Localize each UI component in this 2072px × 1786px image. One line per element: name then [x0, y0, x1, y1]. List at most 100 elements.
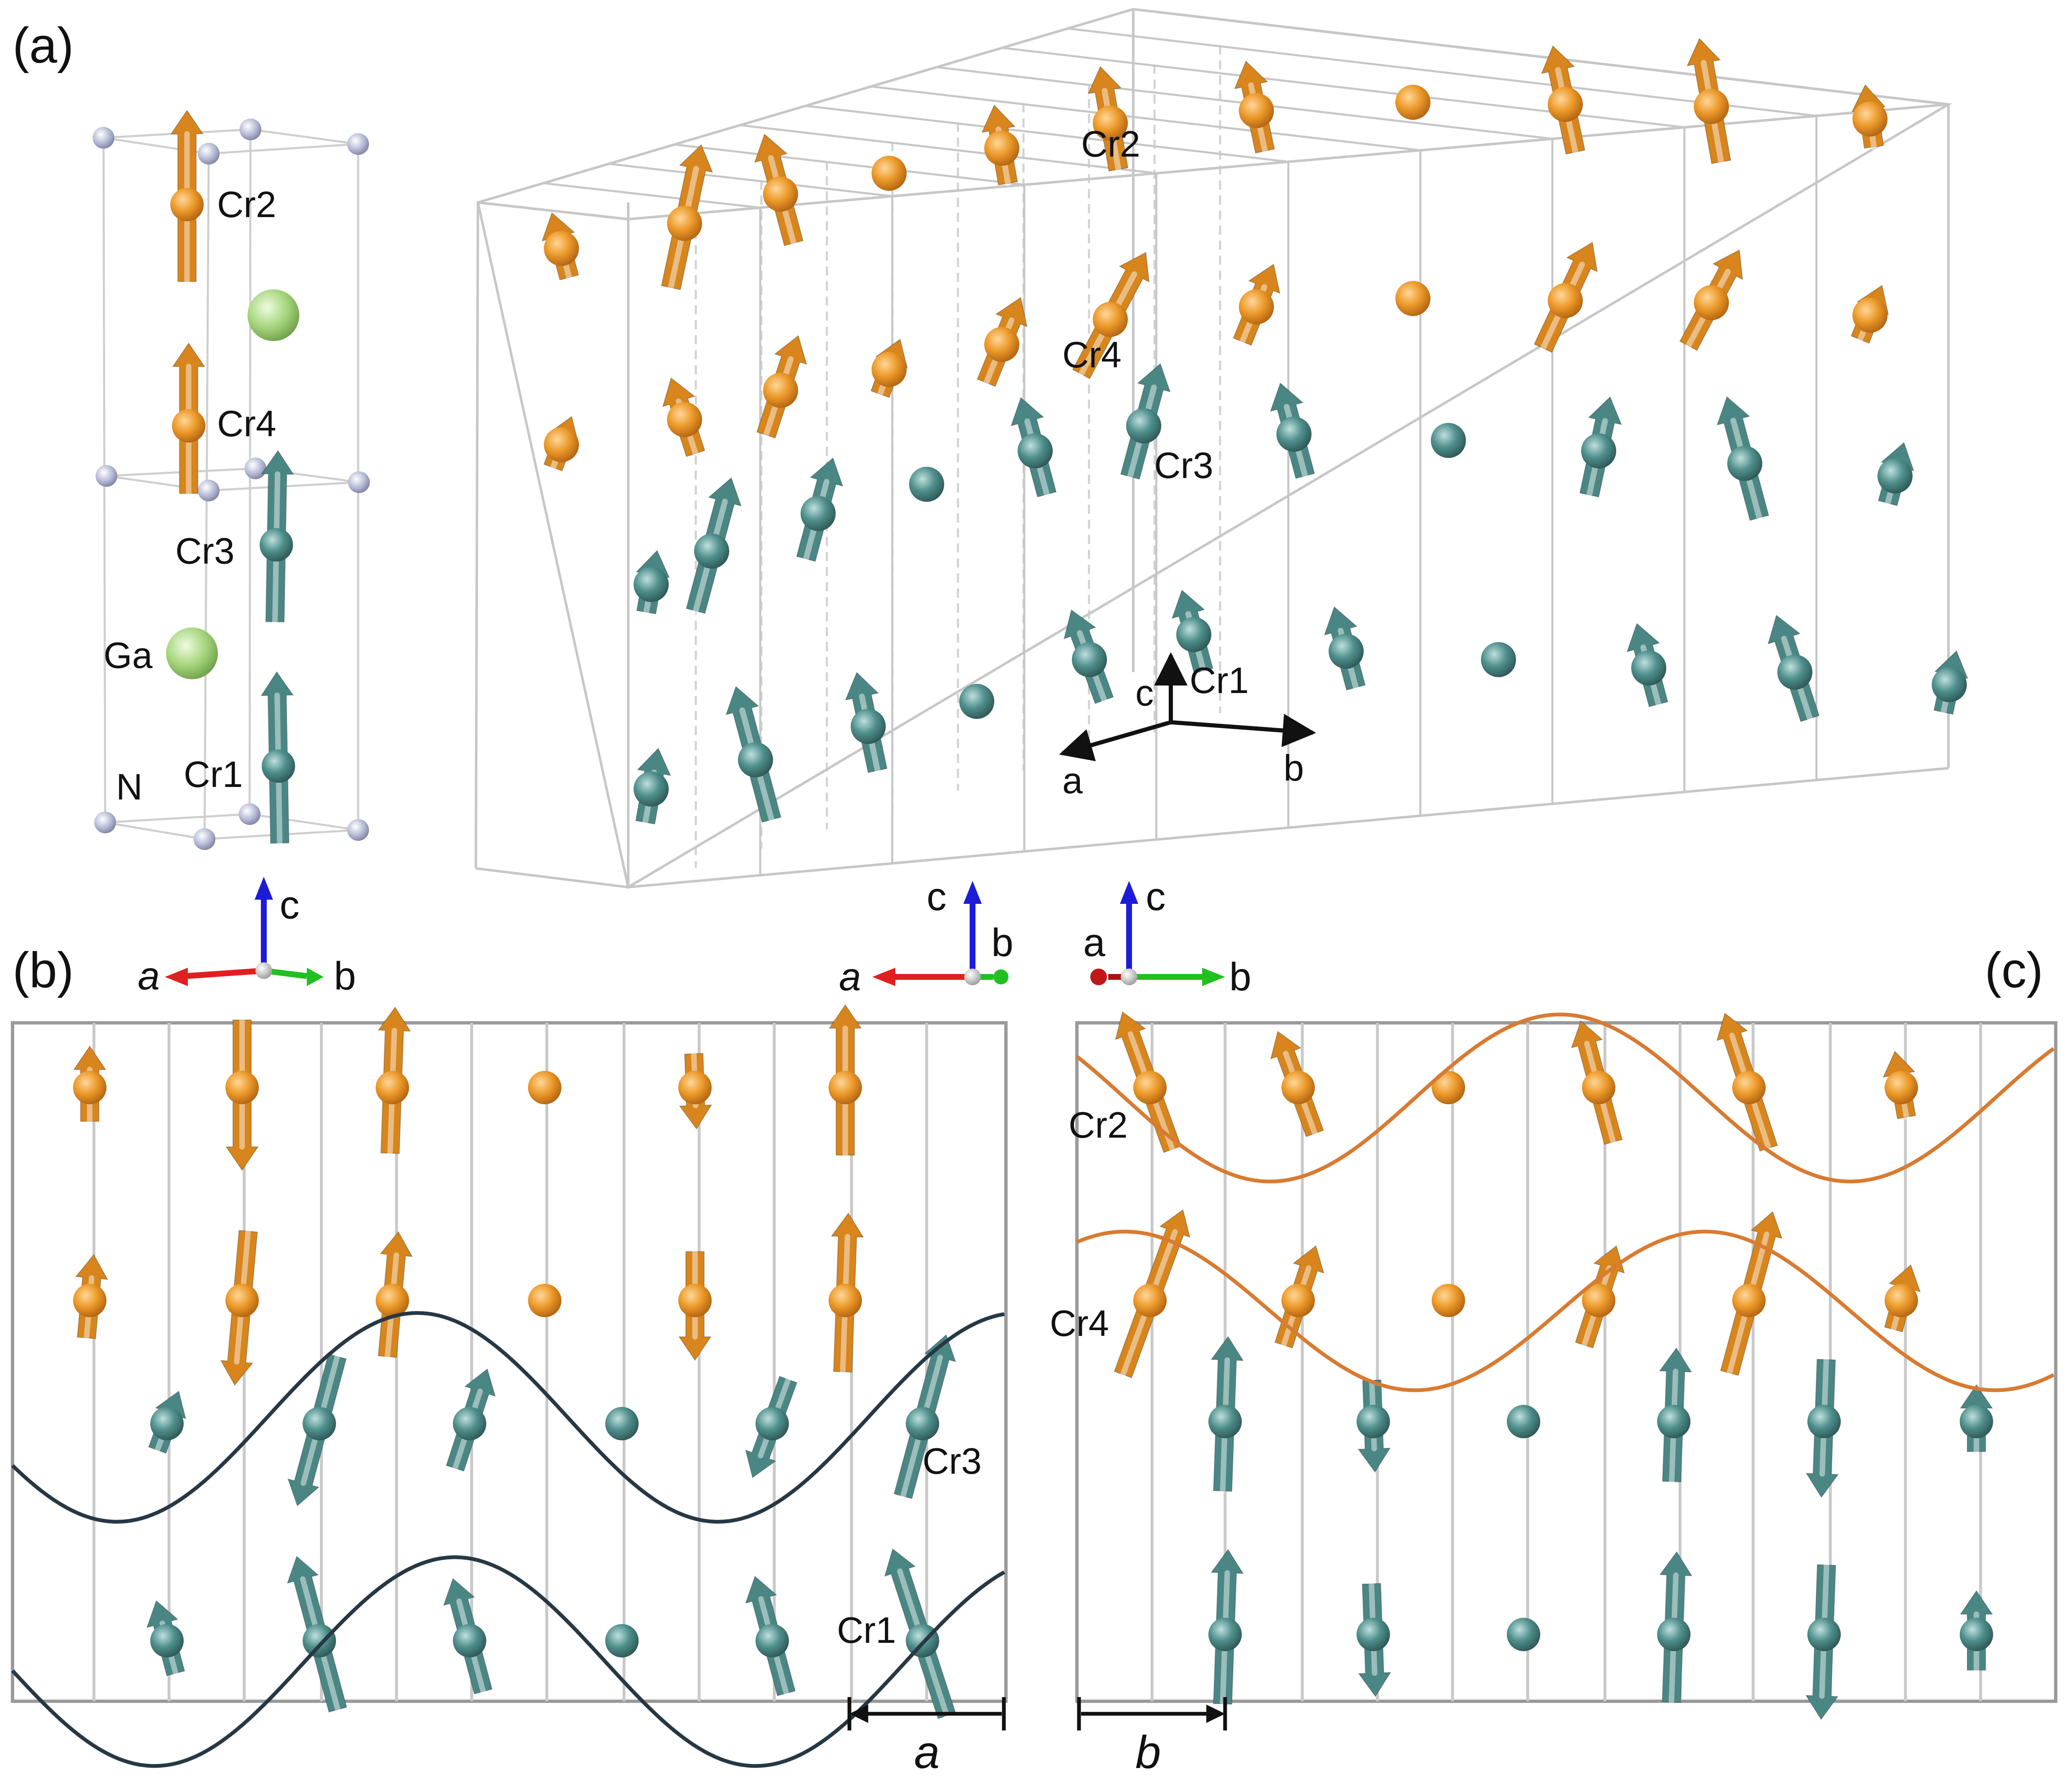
panel-c-wave-cr4 — [1076, 1229, 2055, 1392]
axis-a-arrow — [1059, 720, 1172, 761]
panel-b-axes-triad-left — [165, 877, 323, 986]
cr1-spin — [1357, 1581, 1392, 1697]
cr3-spin — [1877, 442, 1915, 506]
n-atom — [198, 143, 220, 164]
cr1-spin — [1805, 1562, 1841, 1720]
panel-c-label: (c) — [1985, 942, 2043, 998]
cr1-spin — [1932, 650, 1968, 715]
cr4-spin — [1432, 1284, 1465, 1317]
sc-axis-c: c — [1135, 672, 1154, 713]
cr3-spin — [1716, 396, 1769, 521]
cr2-spin — [170, 109, 204, 285]
n-atom — [347, 133, 369, 155]
cr2-spin — [1882, 1050, 1918, 1120]
cr2-spin — [73, 1045, 106, 1124]
panel-b-wave-cr3 — [11, 1311, 1005, 1524]
panel-c-period-bar — [1077, 1697, 1227, 1730]
cr1-spin — [1960, 1590, 1993, 1673]
uc-label-cr1: Cr1 — [184, 754, 243, 795]
panel-b-cell-lines — [92, 1023, 928, 1701]
pc-period-label: b — [1135, 1727, 1161, 1778]
cr4-spin — [1072, 252, 1150, 379]
cr3-spin — [745, 1376, 798, 1478]
cr4-spin — [977, 297, 1028, 387]
cr3-spin — [1208, 1336, 1244, 1494]
cr3-spin — [1960, 1384, 1993, 1455]
panel-c-axes-triad — [1090, 881, 1225, 986]
cr3-spin — [1579, 396, 1622, 498]
supercell: Cr2 Cr4 Cr3 Cr1 c a b — [475, 8, 1968, 889]
cr1-spin — [1324, 606, 1366, 691]
cr3-spin — [148, 1390, 187, 1454]
pb-left-axis-b: b — [334, 954, 356, 998]
cr3-spin — [893, 1334, 956, 1499]
cr4-spin — [870, 338, 908, 398]
panel-c-wave-cr2 — [1076, 1012, 2055, 1184]
pc-label-cr4: Cr4 — [1050, 1303, 1109, 1344]
cr4-spin — [220, 1228, 259, 1386]
cr3-spin — [1357, 1377, 1391, 1473]
sc-axis-b: b — [1284, 747, 1304, 789]
cr2-spin — [1716, 1012, 1778, 1152]
uc-label-ga: Ga — [104, 635, 152, 676]
cr2-spin — [829, 1004, 862, 1158]
cr1-spin — [1657, 1551, 1693, 1705]
cr4-spin — [376, 1231, 413, 1360]
cr2-spin — [376, 1006, 411, 1156]
cr3-spin — [260, 450, 294, 625]
cr4-spin — [1850, 284, 1889, 344]
cr3-spin — [1431, 423, 1466, 458]
cr3-spin — [909, 467, 944, 502]
cr2-spin — [1115, 1011, 1182, 1153]
unit-cell-frame — [102, 128, 359, 840]
sc-label-cr2: Cr2 — [1081, 123, 1140, 164]
panel-b-label: (b) — [13, 942, 74, 998]
cr4-spin — [829, 1212, 864, 1375]
cr2-spin — [1270, 1030, 1324, 1137]
cr1-spin — [845, 672, 888, 774]
ga-atom — [248, 289, 299, 341]
pc-axis-b: b — [1229, 955, 1251, 999]
cr1-spin — [260, 671, 295, 846]
cr4-spin — [662, 377, 705, 457]
cr1-spin — [1208, 1548, 1244, 1707]
cr1-spin — [725, 686, 781, 823]
cr1-spin — [1063, 609, 1114, 704]
panel-b: Cr3 Cr1 a c a b — [11, 875, 1013, 1778]
cr4-spin — [1274, 1245, 1324, 1349]
cr2-spin — [678, 1051, 713, 1130]
n-atom — [96, 465, 117, 487]
panel-c-atoms — [1114, 1011, 1993, 1720]
cr3-spin — [287, 1353, 347, 1507]
cr2-spin — [1395, 85, 1430, 120]
cr4-spin — [1534, 241, 1598, 353]
panel-b-frame — [11, 1021, 1008, 1703]
cr2-spin — [661, 144, 713, 291]
cr3-spin — [634, 549, 670, 615]
cr2-spin — [528, 1071, 561, 1104]
pc-axis-a: a — [1083, 921, 1105, 965]
unit-cell-atoms — [93, 109, 370, 850]
cr1-spin — [443, 1578, 493, 1695]
cr2-spin — [1234, 60, 1275, 154]
cr3-spin — [796, 457, 844, 562]
pb-left-axis-c: c — [280, 883, 300, 927]
pb-label-cr1: Cr1 — [837, 1609, 896, 1651]
cr1-spin — [1626, 623, 1668, 708]
n-atom — [240, 119, 261, 140]
n-atom — [245, 458, 266, 479]
sc-label-cr1: Cr1 — [1190, 660, 1249, 701]
n-atom — [348, 471, 370, 493]
cr2-spin — [1541, 45, 1586, 155]
axis-b-arrow — [1170, 713, 1316, 747]
pb-right-axis-c: c — [927, 875, 947, 919]
n-atom — [94, 812, 116, 833]
cr3-spin — [1010, 397, 1057, 498]
cr3-spin — [446, 1368, 496, 1472]
cr2-spin — [754, 133, 804, 246]
cr4-spin — [1884, 1264, 1921, 1333]
cr4-spin — [1679, 249, 1743, 351]
cr3-spin — [1805, 1356, 1841, 1498]
cr2-spin — [1686, 38, 1731, 165]
